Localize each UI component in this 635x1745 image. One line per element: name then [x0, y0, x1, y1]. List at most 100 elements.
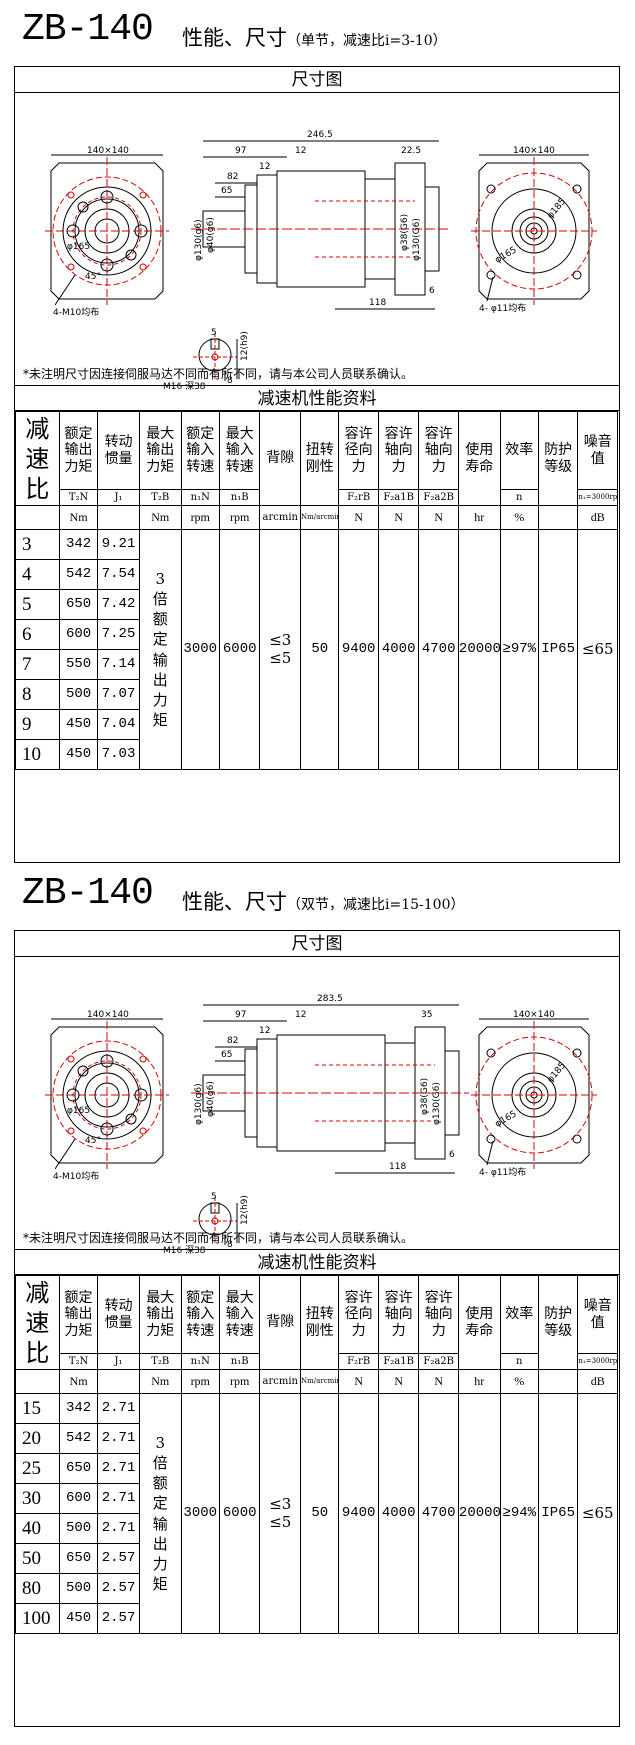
- table-row: 100 450 2.57: [15, 1603, 618, 1634]
- header-backlash: 背隙: [259, 411, 302, 506]
- symbol-rated-torque: T₂N: [58, 1353, 99, 1370]
- symbol-rated-speed: n₁N: [180, 489, 220, 506]
- axial-force2-cell: 4700: [418, 1393, 459, 1634]
- output-flange-view: [471, 154, 597, 305]
- input-flange-view: [45, 1018, 169, 1170]
- symbol-axial: F₂a1B: [377, 489, 420, 506]
- header-ratio: 减速比: [15, 1275, 60, 1370]
- header-inertia: 转动惯量: [97, 411, 140, 490]
- dim-22: 22.5: [401, 146, 421, 156]
- symbol-noise: n₁=3000rpm: [577, 489, 618, 506]
- life-cell: 20000: [457, 529, 501, 770]
- inertia-cell: 9.21: [97, 529, 140, 560]
- inertia-cell: 7.04: [97, 709, 140, 740]
- header-axial: 容许轴向力: [377, 411, 420, 490]
- dim-key-width: 5: [211, 328, 217, 338]
- title-text: 性能、尺寸: [182, 890, 287, 914]
- title-text: 性能、尺寸: [182, 26, 287, 50]
- section-title: ZB-140 性能、尺寸（双节，减速比i=15-100）: [0, 872, 635, 922]
- ratio-cell: 5: [15, 589, 60, 620]
- empty-cell: [97, 1369, 140, 1394]
- header-ratio: 减速比: [15, 411, 60, 506]
- ratio-cell: 6: [15, 619, 60, 650]
- noise-cell: ≤65: [577, 1393, 618, 1634]
- inertia-cell: 2.57: [97, 1573, 140, 1604]
- empty-cell: [15, 1369, 60, 1394]
- inertia-cell: 7.42: [97, 589, 140, 620]
- header-axial: 容许轴向力: [377, 1275, 420, 1354]
- spec-frame: 尺寸图 140×140 φ165 45° 4-M10均布: [14, 930, 620, 1727]
- dim-holes-left: 4-M10均布: [53, 1170, 99, 1182]
- footnote: *未注明尺寸因连接伺服马达不同而有所不同，请与本公司人员联系确认。: [23, 1231, 414, 1245]
- dim-12b: 12: [295, 1010, 306, 1020]
- header-rated-speed: 额定输入转速: [180, 1275, 220, 1354]
- unit-stiffness: Nm/arcmin: [300, 1369, 340, 1394]
- radial-force-cell: 9400: [338, 529, 379, 770]
- footnote: *未注明尺寸因连接伺服马达不同而有所不同，请与本公司人员联系确认。: [23, 367, 414, 381]
- output-flange-view: [471, 1018, 597, 1169]
- performance-header: 减速机性能资料: [15, 385, 619, 411]
- unit-eff: %: [499, 1369, 539, 1394]
- table-row: 25 650 2.71: [15, 1453, 618, 1484]
- unit-noise: dB: [577, 1369, 618, 1394]
- dimension-drawing: 140×140 φ165 45° 4-M10均布 283.5 97 12 12 …: [45, 994, 597, 1256]
- unit-backlash: arcmin: [259, 1369, 302, 1394]
- unit-axial2: N: [418, 505, 459, 530]
- header-inertia: 转动惯量: [97, 1275, 140, 1354]
- header-axial2: 容许轴向力: [418, 411, 459, 490]
- dim-phi130b: φ130(G6): [412, 218, 422, 261]
- symbol-rated-torque: T₂N: [58, 489, 99, 506]
- table-row: 5 650 7.42: [15, 589, 618, 620]
- radial-force-cell: 9400: [338, 1393, 379, 1634]
- symbol-inertia: J₁: [97, 489, 140, 506]
- header-ip: 防护等级: [537, 411, 579, 506]
- ratio-cell: 80: [15, 1573, 60, 1604]
- unit-radial: N: [338, 1369, 379, 1394]
- unit-stiffness: Nm/arcmin: [300, 505, 340, 530]
- unit-max-speed: rpm: [218, 505, 261, 530]
- ratio-cell: 15: [15, 1393, 60, 1424]
- input-flange-view: [45, 154, 169, 306]
- dim-12a: 12: [259, 162, 270, 172]
- unit-backlash: arcmin: [259, 505, 302, 530]
- stiffness-cell: 50: [300, 1393, 340, 1634]
- dim-flange-right: 140×140: [513, 146, 555, 156]
- axial-force-cell: 4000: [377, 1393, 420, 1634]
- dim-phi130a: φ130(g6): [194, 1083, 204, 1125]
- rated-torque-cell: 500: [58, 1573, 99, 1604]
- header-ip: 防护等级: [537, 1275, 579, 1370]
- header-max-torque: 最大输出力矩: [138, 1275, 182, 1354]
- dim-97: 97: [235, 146, 246, 156]
- side-view: [191, 1004, 469, 1174]
- table-header-row: 减速比 额定输出力矩转动惯量最大输出力矩额定输入转速最大输入转速 背隙 扭转刚性…: [15, 411, 618, 506]
- table-row: 3 342 9.21 3倍额定输出力矩 3000 6000 ≤3≤5 50 94…: [15, 529, 618, 770]
- rated-torque-cell: 600: [58, 1483, 99, 1514]
- rated-torque-cell: 450: [58, 739, 99, 770]
- dim-holes-right: 4- φ11均布: [479, 302, 526, 314]
- dim-key-width: 5: [211, 1192, 217, 1202]
- rated-torque-cell: 450: [58, 1603, 99, 1634]
- dim-flange-left: 140×140: [87, 1010, 129, 1020]
- section-title: ZB-140 性能、尺寸（单节，减速比i=3-10）: [0, 8, 635, 58]
- max-torque-cell: 3倍额定输出力矩: [138, 1393, 182, 1634]
- unit-radial: N: [338, 505, 379, 530]
- rated-torque-cell: 650: [58, 1543, 99, 1574]
- max-torque-text: 3倍额定输出力矩: [152, 569, 168, 730]
- noise-cell: ≤65: [577, 529, 618, 770]
- key-detail: [193, 333, 238, 381]
- max-speed-cell: 6000: [218, 1393, 261, 1634]
- inertia-cell: 7.14: [97, 649, 140, 680]
- dim-key-height: 12(h9): [240, 1195, 250, 1225]
- dim-holes-right: 4- φ11均布: [479, 1166, 526, 1178]
- unit-rated-torque: Nm: [58, 1369, 99, 1394]
- unit-max-torque: Nm: [138, 505, 182, 530]
- rated-torque-cell: 500: [58, 679, 99, 710]
- symbol-inertia: J₁: [97, 1353, 140, 1370]
- ratio-cell: 25: [15, 1453, 60, 1484]
- efficiency-cell: ≥97%: [499, 529, 539, 770]
- dim-key-height: 12(h9): [240, 331, 250, 361]
- inertia-cell: 2.71: [97, 1453, 140, 1484]
- dim-12b: 12: [295, 146, 306, 156]
- unit-axial: N: [377, 505, 420, 530]
